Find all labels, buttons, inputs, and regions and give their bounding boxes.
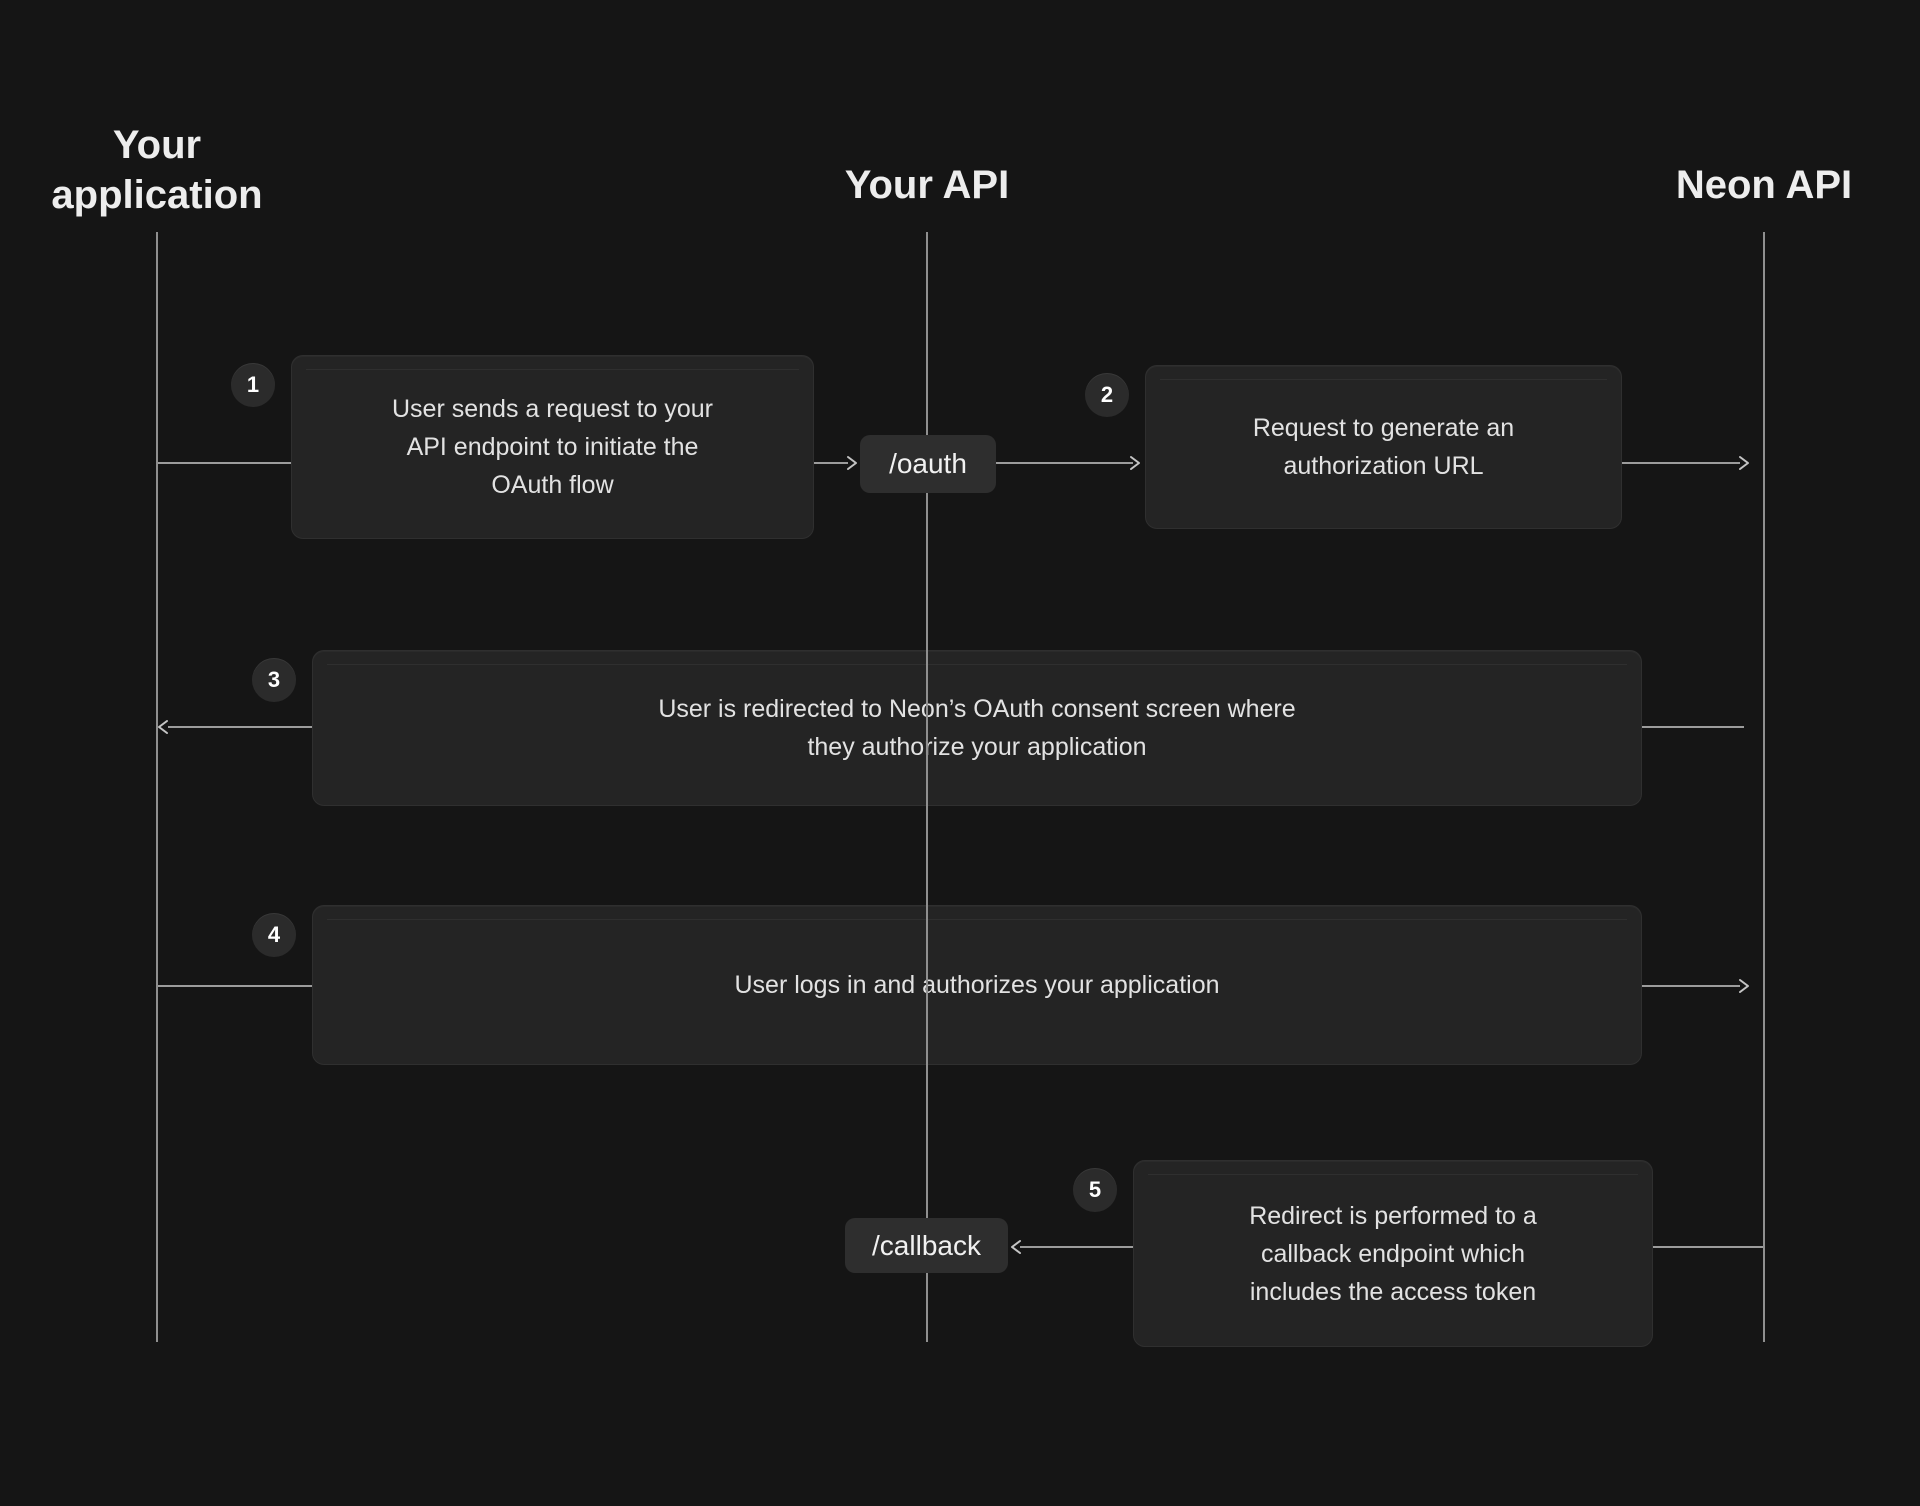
lifeline-your-api xyxy=(926,232,928,1342)
step-4-connector-box-to-neon xyxy=(1642,985,1740,987)
step-3-text: User is redirected to Neon’s OAuth conse… xyxy=(658,695,1296,761)
endpoint-oauth-label: /oauth xyxy=(860,435,996,493)
lane-header-your-application: Your application xyxy=(51,123,263,217)
arrowhead-right-icon xyxy=(1736,978,1752,994)
step-5-connector-box-to-callback xyxy=(1020,1246,1133,1248)
lane-header-your-api: Your API xyxy=(844,163,1010,207)
lifeline-your-application xyxy=(156,232,158,1342)
step-2-box: 2 Request to generate an authorization U… xyxy=(1085,365,1622,529)
arrowhead-right-icon xyxy=(844,455,860,471)
step-3-box: 3 User is redirected to Neon’s OAuth con… xyxy=(252,650,1642,806)
step-3-connector-neon-to-box xyxy=(1642,726,1744,728)
step-4-box: 4 User logs in and authorizes your appli… xyxy=(252,905,1642,1065)
arrowhead-left-icon xyxy=(1008,1239,1024,1255)
arrowhead-right-icon xyxy=(1127,455,1143,471)
step-5-text: Redirect is performed to a callback endp… xyxy=(1249,1201,1537,1306)
step-2-badge: 2 xyxy=(1085,373,1129,417)
step-1-text: User sends a request to your API endpoin… xyxy=(392,395,713,499)
arrowhead-left-icon xyxy=(155,719,171,735)
step-4-text: User logs in and authorizes your applica… xyxy=(734,971,1220,999)
step-1-badge: 1 xyxy=(231,363,275,407)
endpoint-callback-label: /callback xyxy=(845,1218,1008,1273)
lifeline-neon-api xyxy=(1763,232,1765,1342)
step-4-connector-app-to-box xyxy=(157,985,312,987)
step-4-badge: 4 xyxy=(252,913,296,957)
arrowhead-right-icon xyxy=(1736,455,1752,471)
lane-header-neon-api: Neon API xyxy=(1675,163,1853,207)
step-5-connector-neon-to-box xyxy=(1653,1246,1763,1248)
step-5-badge: 5 xyxy=(1073,1168,1117,1212)
step-1-box: 1 User sends a request to your API endpo… xyxy=(231,355,814,539)
step-2-connector-oauth-to-box xyxy=(996,462,1133,464)
step-5-box: 5 Redirect is performed to a callback en… xyxy=(1073,1160,1653,1347)
step-3-badge: 3 xyxy=(252,658,296,702)
step-2-text: Request to generate an authorization URL xyxy=(1252,414,1515,480)
step-2-connector-box-to-neon xyxy=(1622,462,1740,464)
step-3-connector-box-to-app xyxy=(168,726,312,728)
